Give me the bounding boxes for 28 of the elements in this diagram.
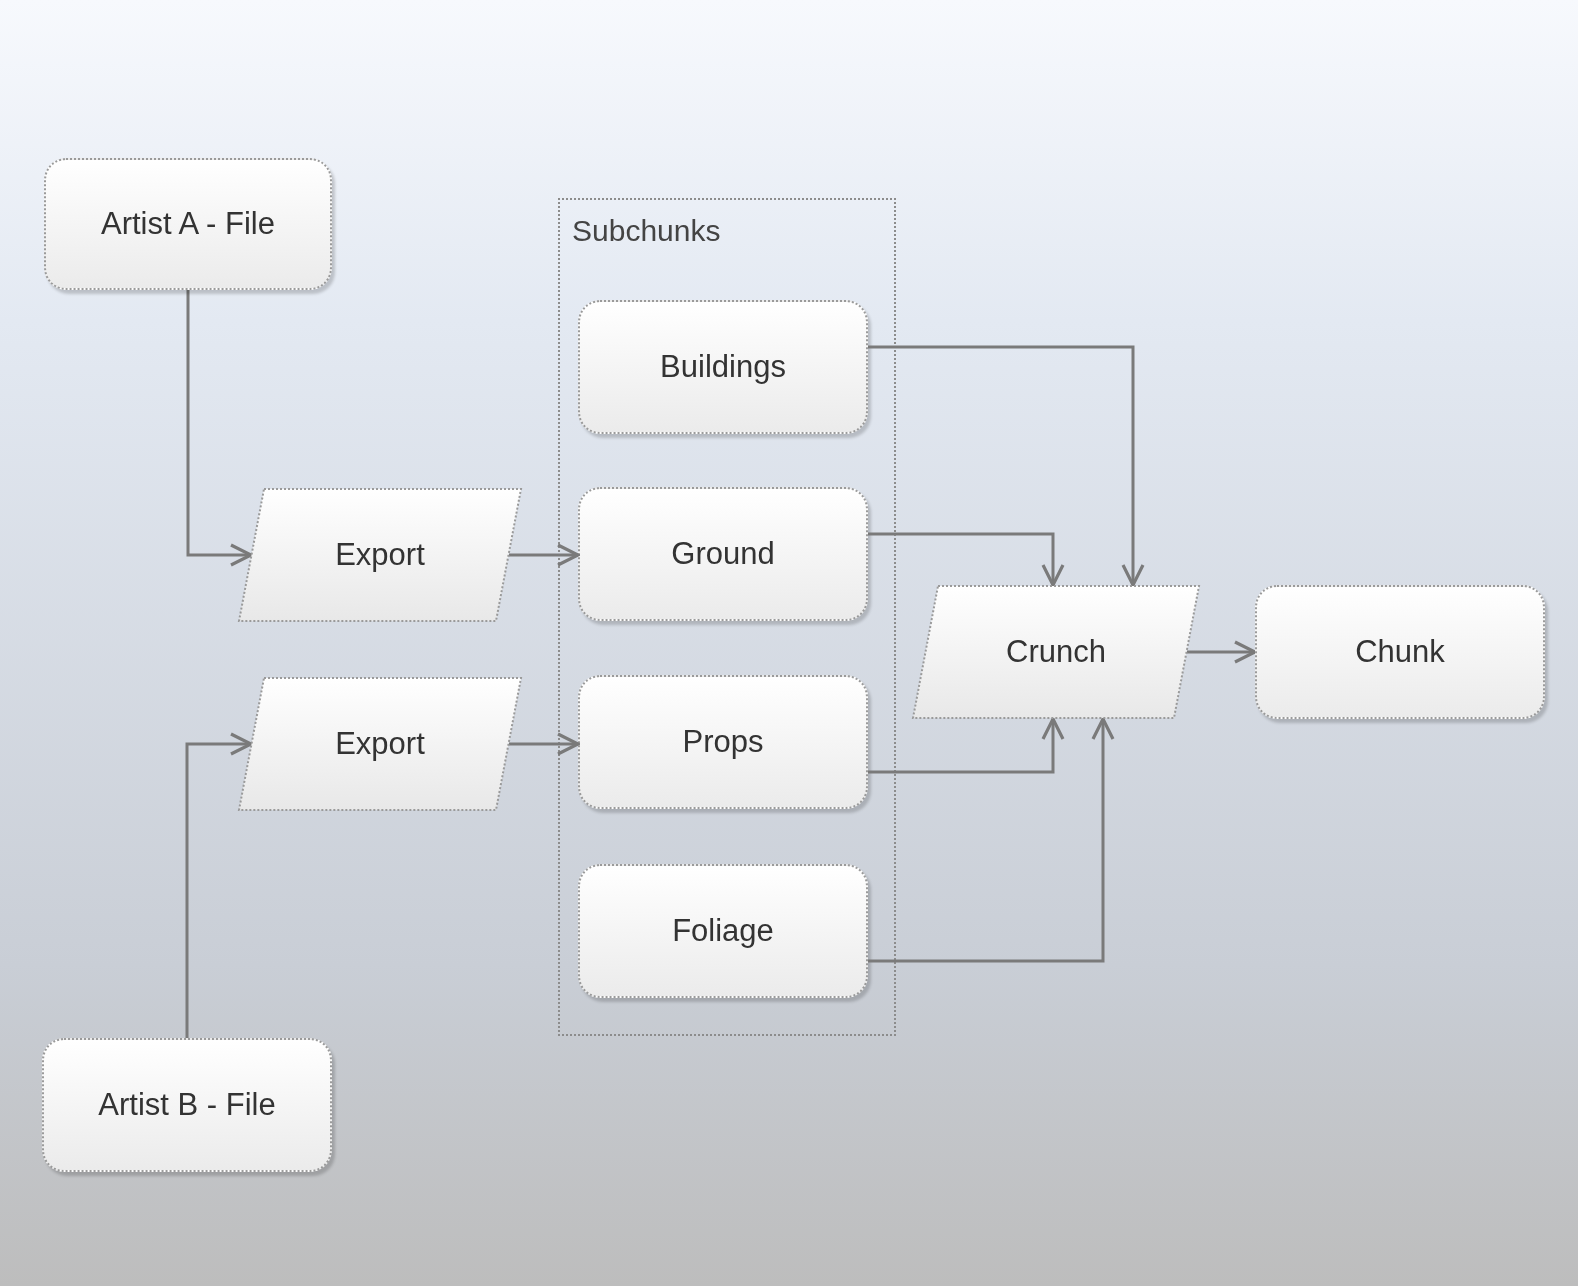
group-heading: Subchunks: [572, 214, 721, 248]
process-box: [42, 1038, 332, 1172]
node-label: Foliage: [672, 913, 774, 949]
process-box: [578, 487, 868, 621]
connector-arrow: [509, 732, 580, 756]
process-box: [1255, 585, 1545, 719]
connector-arrow: [509, 543, 580, 567]
connector-arrow: [185, 732, 253, 1038]
connector-arrow: [868, 345, 1145, 587]
node-label: Buildings: [660, 349, 786, 385]
process-box: [44, 158, 332, 290]
node-label: Chunk: [1355, 634, 1445, 670]
node-label: Export: [335, 537, 425, 573]
node-label: Artist A - File: [101, 206, 275, 242]
node-label: Crunch: [1006, 634, 1106, 670]
connector-arrow: [186, 290, 253, 567]
process-box: [578, 864, 868, 998]
process-box: [578, 675, 868, 809]
group-frame: [558, 198, 896, 1036]
connector-arrow: [868, 717, 1115, 963]
connector-arrow: [1187, 640, 1257, 664]
node-label: Artist B - File: [98, 1087, 276, 1123]
connector-arrow: [868, 532, 1065, 587]
node-label: Ground: [671, 536, 775, 572]
process-box: [578, 300, 868, 434]
node-label: Export: [335, 726, 425, 762]
connector-arrow: [868, 717, 1065, 774]
node-label: Props: [682, 724, 764, 760]
